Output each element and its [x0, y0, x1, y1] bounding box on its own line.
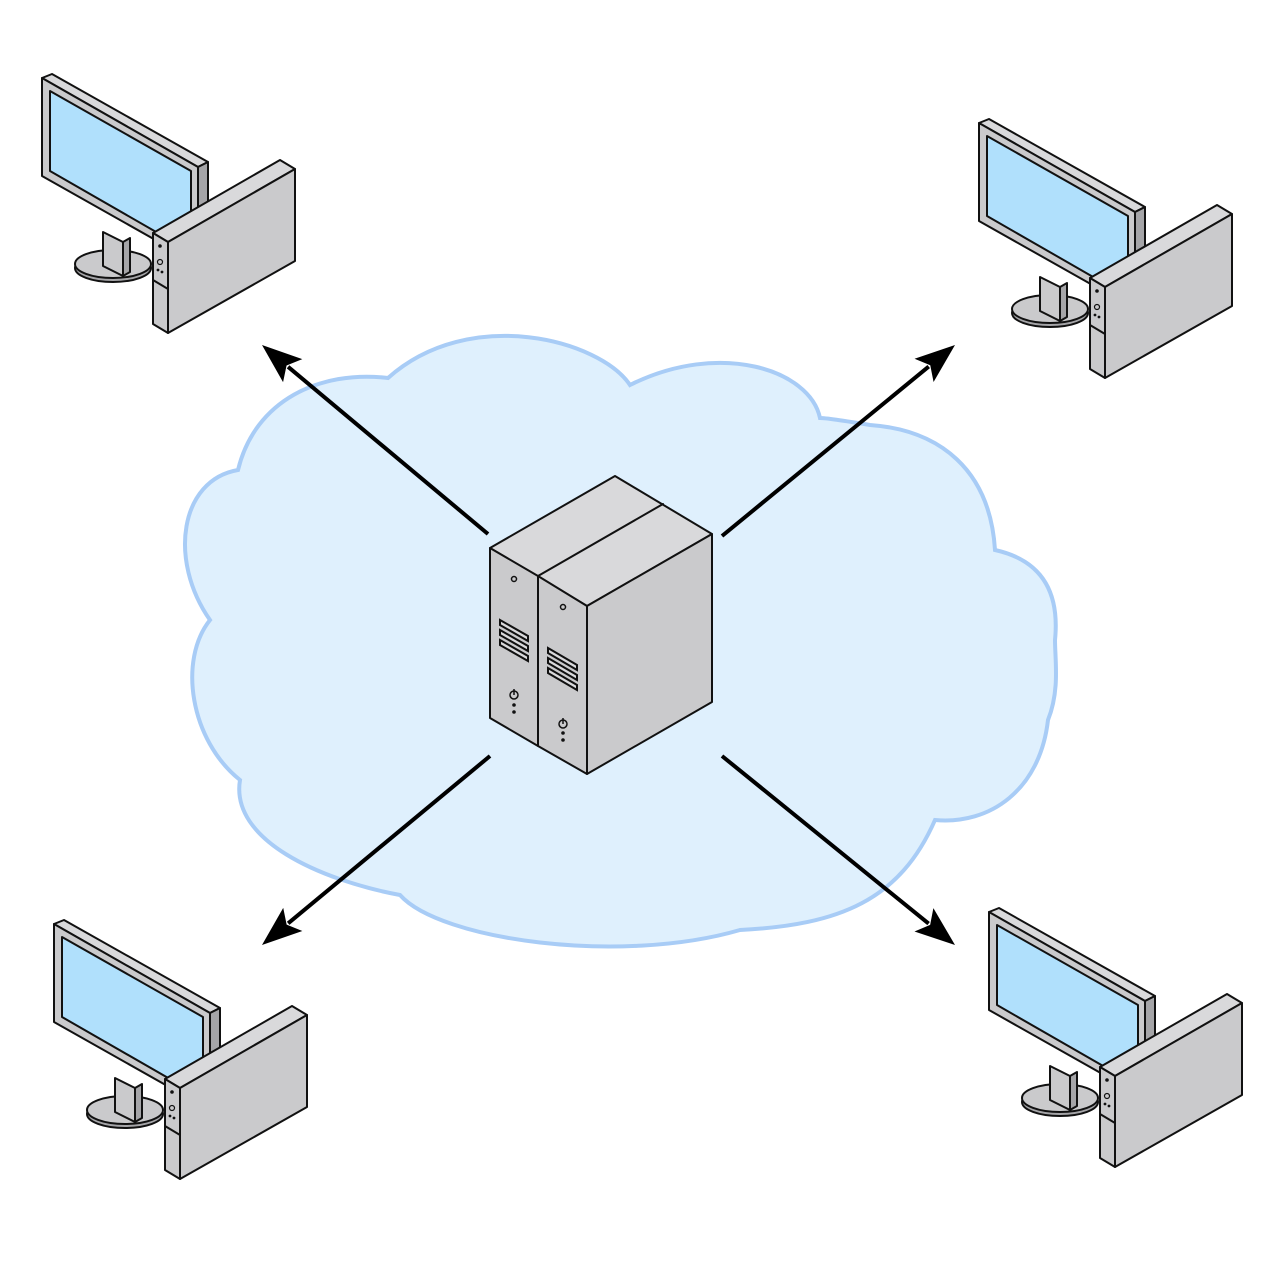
- desktop-computer-icon-bottom-right: [988, 907, 1243, 1168]
- link-line: [720, 754, 930, 926]
- arrowhead-icon: [914, 345, 955, 382]
- arrowhead-icon: [914, 908, 955, 945]
- server-icon: [489, 475, 713, 775]
- link-arrow-top-left: [262, 345, 490, 536]
- links-layer: [262, 345, 955, 945]
- arrowhead-icon: [262, 345, 303, 383]
- desktop-computer-icon-bottom-left: [53, 919, 308, 1180]
- link-arrow-top-right: [720, 345, 955, 538]
- desktop-computer-icon-top-right: [978, 118, 1233, 379]
- link-line: [286, 754, 492, 925]
- link-arrow-bottom-right: [720, 754, 955, 945]
- power-icon: [558, 718, 568, 729]
- arrowhead-icon: [262, 907, 303, 945]
- link-line: [286, 365, 490, 536]
- link-arrow-bottom-left: [262, 754, 492, 945]
- link-line: [720, 365, 930, 538]
- vent-icon: [499, 618, 529, 663]
- vent-icon: [547, 646, 578, 692]
- desktop-computer-icon-top-left: [41, 73, 296, 334]
- server-unit-2: [537, 575, 588, 775]
- power-icon: [509, 689, 519, 700]
